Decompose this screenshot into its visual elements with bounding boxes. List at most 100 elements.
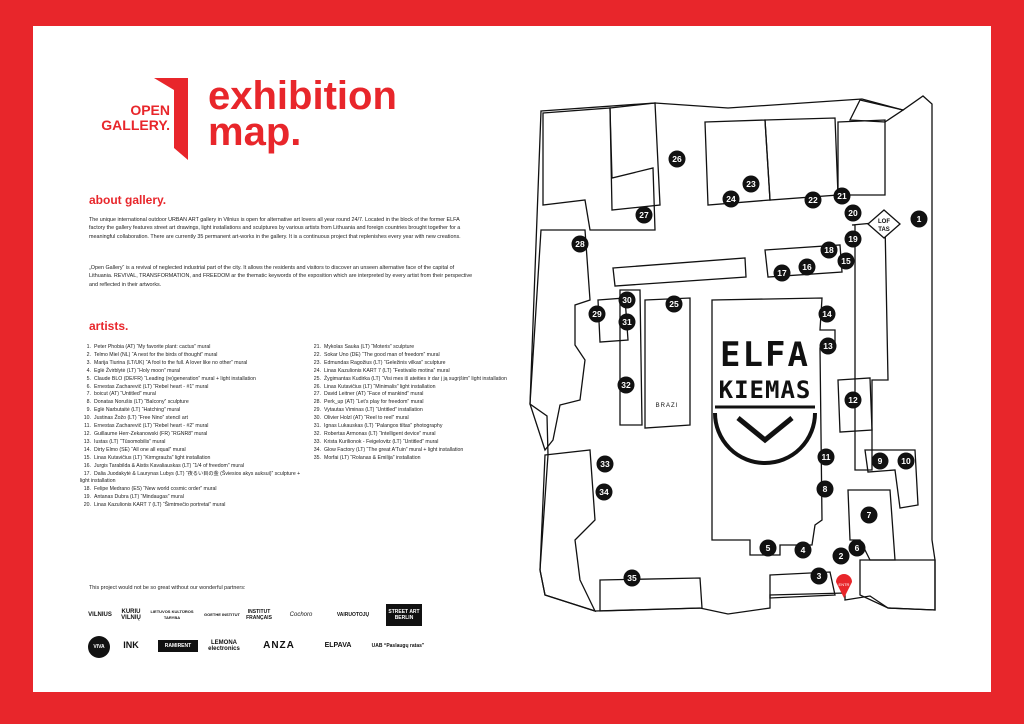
pin-number: 19 [848, 234, 858, 244]
artwork-pin-30[interactable]: 30 [618, 291, 636, 309]
artist-number: 5. [86, 375, 91, 382]
artist-text: Robertas Armonas (LT) “Intelligent devic… [324, 430, 436, 437]
pin-number: 16 [802, 262, 812, 272]
building-top-5 [848, 99, 905, 123]
pin-circle [618, 291, 636, 309]
artist-entry: 18.Felipe Medrano (ES) “New world cosmic… [80, 486, 310, 494]
partner-logo: KURIU VILNIŲ [121, 609, 141, 621]
pin-number: 3 [817, 571, 822, 581]
artwork-pin-34[interactable]: 34 [595, 483, 613, 501]
artist-number: 8. [86, 399, 91, 406]
artwork-pin-26[interactable]: 26 [668, 150, 686, 168]
pin-number: 28 [575, 239, 585, 249]
artwork-pin-12[interactable]: 12 [844, 391, 862, 409]
artwork-pin-2[interactable]: 2 [832, 547, 850, 565]
artwork-pin-17[interactable]: 17 [773, 264, 791, 282]
entrance-label: ENTR [839, 582, 850, 587]
pin-circle [595, 483, 613, 501]
artwork-pin-32[interactable]: 32 [617, 376, 635, 394]
artist-entry: 21.Mykolas Sauka (LT) “Moteris” sculptur… [310, 344, 510, 352]
pin-circle [668, 150, 686, 168]
artwork-pin-5[interactable]: 5 [759, 539, 777, 557]
pin-number: 6 [855, 543, 860, 553]
pin-number: 18 [824, 245, 834, 255]
pin-circle [844, 230, 862, 248]
artwork-pin-16[interactable]: 16 [798, 258, 816, 276]
artist-text: Justinas Žožo (LT) “Free Nino” stencil a… [94, 415, 188, 422]
building-bottom-left [599, 577, 703, 612]
artist-text: Glow Factory (LT) “The great A’Tuin” mur… [324, 446, 464, 453]
artwork-pin-8[interactable]: 8 [816, 480, 834, 498]
artwork-pin-25[interactable]: 25 [665, 295, 683, 313]
artwork-pin-14[interactable]: 14 [818, 305, 836, 323]
artwork-pin-18[interactable]: 18 [820, 241, 838, 259]
artwork-pin-20[interactable]: 20 [844, 204, 862, 222]
artist-entry: 28.Perk_up (AT) “Let’s play for freedom”… [310, 399, 510, 407]
artwork-pin-1[interactable]: 1 [910, 210, 928, 228]
artwork-pin-31[interactable]: 31 [618, 313, 636, 331]
artist-number: 21. [313, 344, 321, 350]
pin-number: 13 [823, 341, 833, 351]
artwork-pin-29[interactable]: 29 [588, 305, 606, 323]
artwork-pin-23[interactable]: 23 [742, 175, 760, 193]
pin-number: 1 [917, 214, 922, 224]
artists-list-left: 1.Peter Phobia (AT) “My favorite plant: … [80, 344, 310, 510]
partner-logo: VAIRUOTOJŲ [336, 612, 370, 618]
artist-number: 29. [313, 407, 321, 414]
logo-text: OPEN GALLERY. [88, 103, 170, 133]
artist-text: Linas Kazulionis KART 7 (LT) “Šimtmečio … [94, 502, 226, 509]
artwork-pin-9[interactable]: 9 [871, 452, 889, 470]
artist-text: Žygimantas Kudirka (LT) “Visi mes iš ate… [324, 375, 507, 382]
artwork-pin-35[interactable]: 35 [623, 569, 641, 587]
artwork-pin-19[interactable]: 19 [844, 230, 862, 248]
pin-number: 20 [848, 208, 858, 218]
artwork-pin-28[interactable]: 28 [571, 235, 589, 253]
artist-entry: 11.Ernestas Zacharevič (LT) “Rebel heart… [80, 423, 310, 431]
artwork-pin-13[interactable]: 13 [819, 337, 837, 355]
building-top-3 [764, 117, 839, 201]
artwork-pin-7[interactable]: 7 [860, 506, 878, 524]
artwork-pin-4[interactable]: 4 [794, 541, 812, 559]
artwork-pin-33[interactable]: 33 [596, 455, 614, 473]
artwork-pin-24[interactable]: 24 [722, 190, 740, 208]
artist-text: Iustas (LT) “Tūsomobilis” mural [94, 438, 166, 445]
artwork-pin-10[interactable]: 10 [897, 452, 915, 470]
pin-number: 15 [841, 256, 851, 266]
artwork-pin-22[interactable]: 22 [804, 191, 822, 209]
artist-entry: 23.Edmundas Ragožius (LT) “Geležinis vil… [310, 360, 510, 368]
partner-logo: UAB “Paslaugų ratas” [371, 643, 425, 649]
pin-circle [596, 455, 614, 473]
pin-circle [588, 305, 606, 323]
partner-logo: ELPAVA [324, 642, 352, 649]
artist-number: 18. [83, 486, 91, 493]
artist-text: Morfai (LT) “Rolanas & Emilija” installa… [324, 454, 421, 461]
artist-entry: 27.David Leitner (AT) “Face of mankind” … [310, 391, 510, 399]
pin-number: 23 [746, 179, 756, 189]
clock-hands-icon [736, 416, 794, 444]
partner-logo: VIVA [88, 636, 110, 658]
artist-text: Sokar Uno (DE) “The good man of freedom”… [324, 351, 440, 358]
pin-circle [742, 175, 760, 193]
artwork-pin-3[interactable]: 3 [810, 567, 828, 585]
artist-entry: 4.Eglė Žvirblytė (LT) “Holy moon” mural [80, 368, 310, 376]
artwork-pin-21[interactable]: 21 [833, 187, 851, 205]
pin-number: 21 [837, 191, 847, 201]
building-bottom-right [859, 559, 936, 611]
artwork-pin-11[interactable]: 11 [817, 448, 835, 466]
partner-logo: INK [123, 640, 139, 650]
artist-entry: 3.Marija Tiurina (LT/UK) “A fool to the … [80, 360, 310, 368]
pin-circle [571, 235, 589, 253]
artist-number: 31. [313, 423, 321, 430]
artist-number: 7. [86, 391, 91, 398]
artist-entry: 8.Donatas Norušis (LT) “Balcony” sculptu… [80, 399, 310, 407]
artwork-pin-15[interactable]: 15 [837, 252, 855, 270]
partner-logo: GOETHE INSTITUT [204, 612, 240, 617]
artist-text: Linas Kutavičius (LT) “Kirmgrauža” light… [94, 454, 211, 461]
artist-number: 6. [86, 383, 91, 390]
artwork-pin-6[interactable]: 6 [848, 539, 866, 557]
partner-logo: LIETUVOS KULTŪROS TARYBA [150, 609, 194, 620]
artwork-pin-27[interactable]: 27 [635, 206, 653, 224]
building-29-block [597, 297, 629, 343]
elfa-title: ELFA [720, 335, 810, 375]
